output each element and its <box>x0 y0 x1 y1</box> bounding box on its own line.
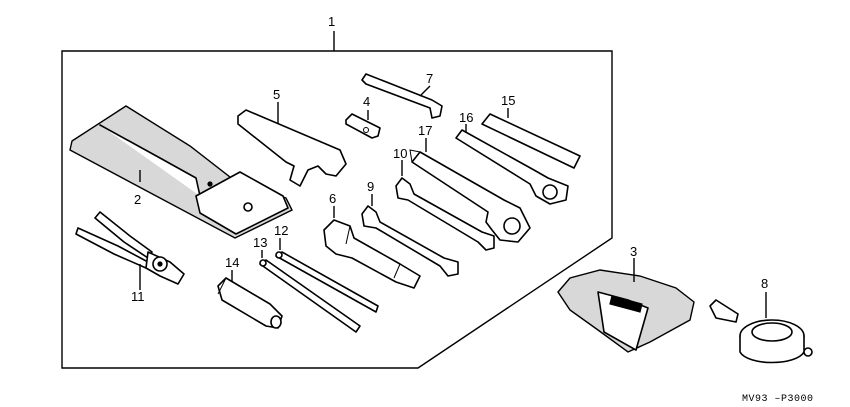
callout-8: 8 <box>761 276 768 291</box>
pliers[interactable] <box>75 211 185 285</box>
hex-key[interactable] <box>361 73 443 119</box>
part-code: MV93 –P3000 <box>742 394 814 405</box>
callout-14: 14 <box>225 255 239 270</box>
open-wrench-10[interactable] <box>395 177 495 251</box>
callout-6: 6 <box>329 191 336 206</box>
callout-4: 4 <box>363 94 370 109</box>
screwdriver-handle[interactable] <box>217 277 283 329</box>
tool-pouch[interactable] <box>69 105 293 239</box>
callout-9: 9 <box>367 179 374 194</box>
callout-2: 2 <box>134 192 141 207</box>
callout-5: 5 <box>273 87 280 102</box>
screwdriver-shaft-13[interactable] <box>259 259 361 333</box>
screwdriver-shaft-12[interactable] <box>275 251 379 313</box>
callout-11: 11 <box>131 289 145 304</box>
callout-17: 17 <box>418 123 432 138</box>
callout-1: 1 <box>328 14 335 29</box>
callout-7: 7 <box>426 71 433 86</box>
callout-3: 3 <box>630 244 637 259</box>
box-wrench[interactable] <box>455 129 569 205</box>
callout-10: 10 <box>393 146 407 161</box>
kit-boundary <box>61 50 613 369</box>
callout-13: 13 <box>253 235 267 250</box>
callout-16: 16 <box>459 110 473 125</box>
open-wrench-9[interactable] <box>361 205 459 277</box>
tire-gauge[interactable] <box>709 299 813 364</box>
pin-spanner[interactable] <box>237 109 347 187</box>
flat-key[interactable] <box>345 113 381 139</box>
callout-15: 15 <box>501 93 515 108</box>
open-wrench-17[interactable] <box>409 149 531 243</box>
socket-extension[interactable] <box>323 219 421 289</box>
flat-strip[interactable] <box>481 113 581 169</box>
callout-12: 12 <box>274 223 288 238</box>
tool-bag[interactable] <box>557 269 695 353</box>
